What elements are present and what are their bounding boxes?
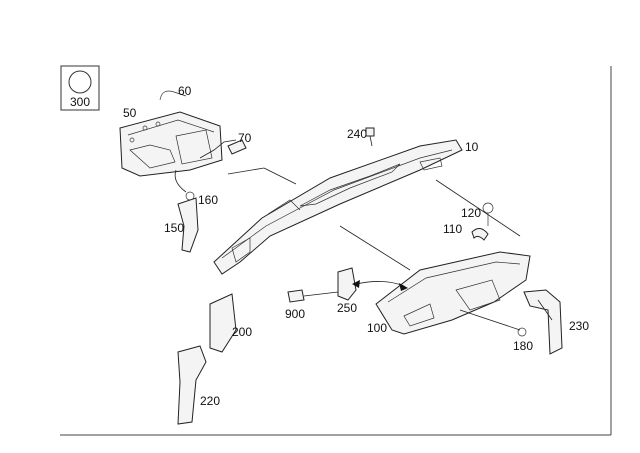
part-220-trim [177,345,207,425]
part-label-160: 160 [198,193,219,207]
part-150-bracket [177,197,199,253]
part-60-handle [159,90,187,101]
part-label-110: 110 [443,222,463,236]
part-70-clip [227,139,247,155]
part-200-trim [209,293,237,353]
legend-box [60,65,100,111]
part-180-nut [517,327,527,337]
part-110-hose [471,228,489,241]
legend-label: 300 [70,95,91,109]
part-label-150: 150 [164,221,185,235]
part-900-connector [287,289,305,303]
double-arrow [352,280,408,291]
leader-160 [174,169,187,193]
part-240-clip [365,127,375,137]
part-label-230: 230 [569,319,590,333]
part-label-100: 100 [367,321,388,335]
leader-240 [369,135,373,147]
connection-lines [227,167,553,331]
part-120-screw [482,202,494,226]
leader-70 [199,139,237,159]
part-10-cowl [213,139,463,275]
part-50-housing [119,111,223,177]
part-label-240: 240 [347,127,368,141]
part-label-200: 200 [232,325,253,339]
part-label-900: 900 [285,307,306,321]
part-label-60: 60 [178,84,192,98]
part-label-70: 70 [238,131,252,145]
part-label-250: 250 [337,301,358,315]
part-label-120: 120 [461,206,482,220]
part-label-50: 50 [123,106,137,120]
part-100-panel [375,251,531,335]
part-label-220: 220 [200,394,221,408]
part-230-bracket [523,289,563,355]
part-label-180: 180 [513,339,534,353]
part-label-10: 10 [465,140,479,154]
